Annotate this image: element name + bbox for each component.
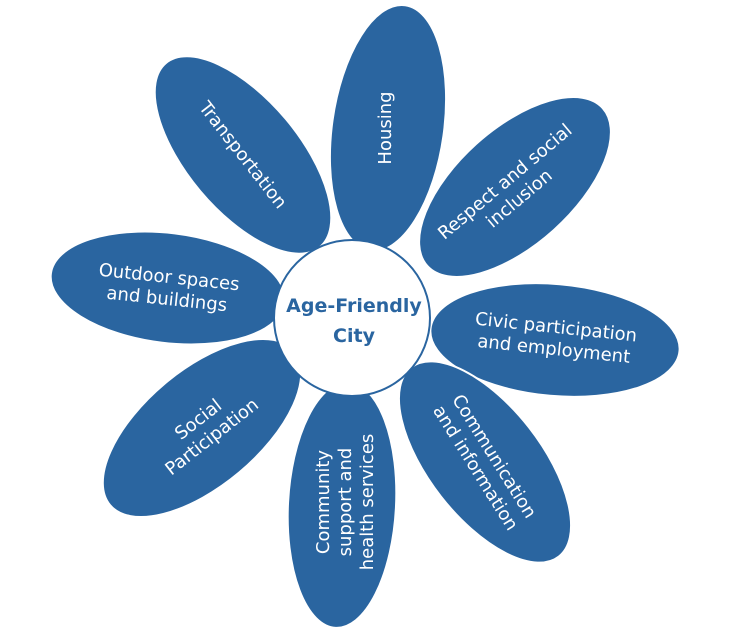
petal	[429, 282, 681, 398]
petal-label: support and	[335, 448, 356, 557]
petal-label: Community	[313, 450, 334, 555]
petal	[418, 96, 612, 278]
center-label-line2: City	[333, 325, 376, 347]
petal-label: Housing	[375, 91, 396, 164]
petal-label: health services	[357, 434, 378, 571]
center-circle	[273, 239, 431, 397]
center-label-line1: Age-Friendly	[286, 295, 422, 317]
